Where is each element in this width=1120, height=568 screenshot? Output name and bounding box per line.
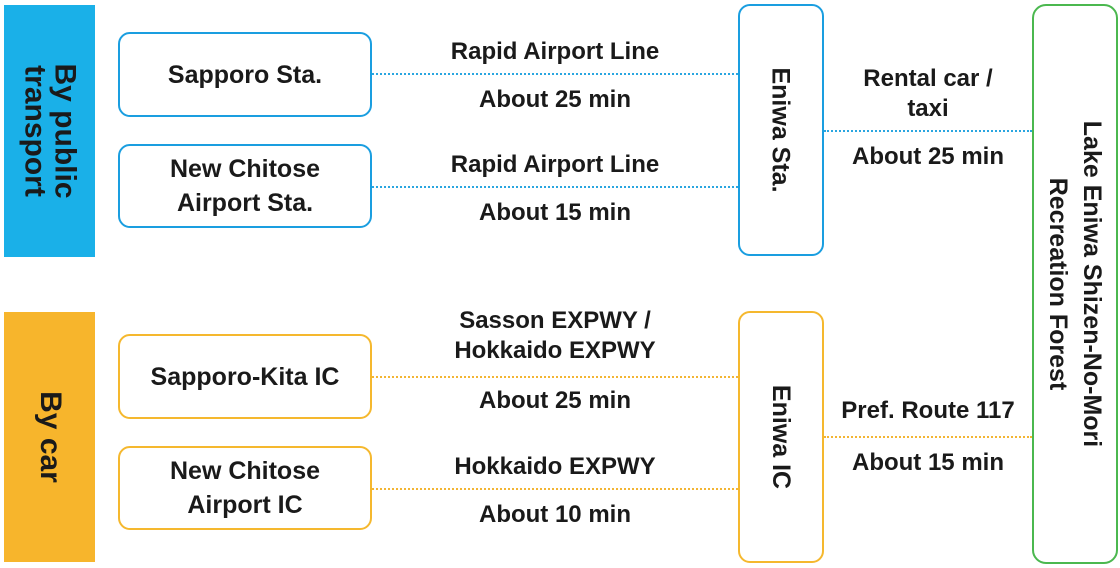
public-transport-band: By public transport: [4, 5, 95, 257]
route-time-eniwa-ic: About 15 min: [851, 449, 1004, 476]
sapporo-sta-label: Sapporo Sta.: [167, 60, 323, 89]
sapporo-kita-ic-node: Sapporo-Kita IC: [118, 334, 372, 419]
car-label: By car: [33, 391, 67, 483]
public-transport-label: By public transport: [18, 63, 82, 199]
route-line-eniwa-sta: Rental car / taxi: [863, 65, 993, 122]
eniwa-sta-node: Eniwa Sta.: [738, 4, 824, 256]
route-line-new-chitose-ic: Hokkaido EXPWY: [454, 453, 656, 480]
sapporo-kita-ic-label: Sapporo-Kita IC: [150, 362, 340, 391]
route-line-eniwa-ic: Pref. Route 117: [841, 397, 1015, 424]
eniwa-ic-node: Eniwa IC: [738, 311, 824, 563]
connector-new-chitose-sta: [372, 186, 738, 188]
connector-eniwa-ic: [824, 436, 1032, 438]
new-chitose-airport-sta-node: New Chitose Airport Sta.: [118, 144, 372, 228]
route-time-sapporo-kita: About 25 min: [478, 387, 631, 414]
route-line-sapporo-kita: Sasson EXPWY / Hokkaido EXPWY: [454, 307, 656, 364]
route-time-new-chitose-ic: About 10 min: [478, 501, 631, 528]
route-time-sapporo-sta: About 25 min: [478, 86, 631, 113]
eniwa-sta-label: Eniwa Sta.: [767, 67, 796, 193]
route-line-sapporo-sta: Rapid Airport Line: [450, 38, 660, 65]
route-line-new-chitose-sta: Rapid Airport Line: [450, 151, 660, 178]
connector-new-chitose-ic: [372, 488, 738, 490]
route-time-new-chitose-sta: About 15 min: [478, 199, 631, 226]
route-time-eniwa-sta: About 25 min: [851, 143, 1004, 170]
connector-eniwa-sta: [824, 130, 1032, 132]
new-chitose-airport-sta-label: New Chitose Airport Sta.: [169, 155, 321, 217]
eniwa-ic-label: Eniwa IC: [767, 384, 795, 490]
sapporo-sta-node: Sapporo Sta.: [118, 32, 372, 117]
car-band: By car: [4, 312, 95, 562]
new-chitose-airport-ic-node: New Chitose Airport IC: [118, 446, 372, 530]
connector-sapporo-sta: [372, 73, 738, 75]
destination-label: Lake Eniwa Shizen-No-Mori Recreation For…: [1044, 120, 1106, 448]
new-chitose-airport-ic-label: New Chitose Airport IC: [169, 457, 321, 519]
connector-sapporo-kita: [372, 376, 738, 378]
destination-node: Lake Eniwa Shizen-No-Mori Recreation For…: [1032, 4, 1118, 564]
